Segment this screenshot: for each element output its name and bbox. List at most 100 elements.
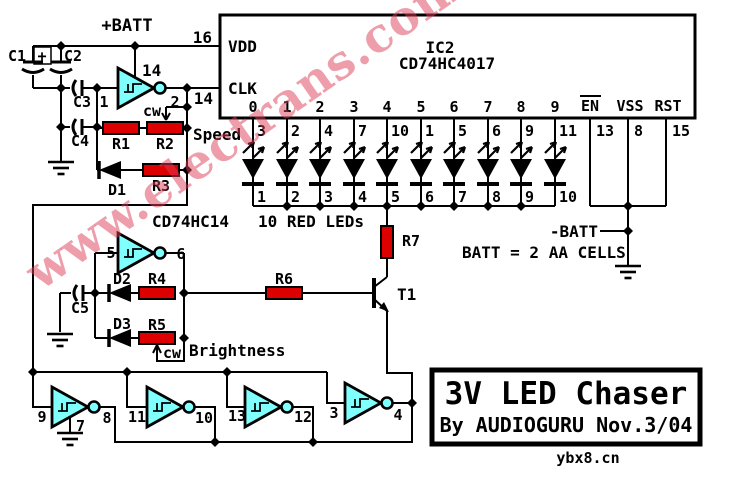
schematic-byline: By AUDIOGURU Nov.3/04: [440, 413, 693, 437]
ic2-rst-label: RST: [654, 97, 681, 115]
inverter-pwm: [116, 231, 167, 275]
led-number-6: 6: [425, 188, 434, 206]
ic2-out-pin-3: 7: [358, 122, 367, 140]
resistor-r7-symbol: [380, 225, 394, 259]
osc-input-pin: 1: [99, 93, 108, 111]
neg-batt-label: -BATT: [550, 222, 598, 241]
ic2-vss-label: VSS: [616, 97, 643, 115]
transistor-t1-symbol: [372, 278, 389, 312]
speed-cw-label: cw: [143, 102, 162, 120]
speed-label: Speed: [193, 125, 241, 144]
ic2-body: [218, 13, 697, 120]
led-number-1: 1: [257, 188, 266, 206]
ic2-out-label-5: 5: [416, 98, 425, 116]
ground-symbol-top-left: [46, 160, 76, 176]
brightness-label: Brightness: [189, 341, 285, 360]
buf3-input-pin: 13: [228, 407, 246, 425]
c5-label: C5: [71, 299, 89, 317]
c1-polarity-label: +: [37, 47, 46, 65]
led-number-8: 8: [492, 188, 501, 206]
ic2-out-label-0: 0: [248, 98, 257, 116]
d3-label: D3: [113, 315, 131, 333]
ic2-out-pin-8: 9: [525, 122, 534, 140]
ic2-en-pin: 13: [596, 122, 614, 140]
battery-note: BATT = 2 AA CELLS: [462, 243, 626, 262]
footer-site: ybx8.cn: [556, 449, 619, 467]
r6-label: R6: [275, 270, 293, 288]
buf2-output-pin: 10: [195, 409, 213, 427]
led-number-3: 3: [324, 188, 333, 206]
ic2-out-pin-2: 4: [324, 122, 333, 140]
ic2-vdd-label: VDD: [228, 37, 257, 56]
inverter-buffer-3: [243, 385, 294, 429]
resistor-r2-symbol: [146, 121, 184, 135]
r3-label: R3: [152, 177, 170, 195]
ic2-clk-label: CLK: [228, 79, 257, 98]
resistor-r3-symbol: [142, 163, 180, 177]
r5-label: R5: [148, 316, 166, 334]
schematic-title: 3V LED Chaser: [445, 376, 688, 412]
title-box: 3V LED Chaser By AUDIOGURU Nov.3/04: [429, 367, 703, 447]
buf1-gnd-pin: 7: [76, 417, 85, 435]
buf1-input-pin: 9: [37, 408, 46, 426]
c3-label: C3: [73, 93, 91, 111]
osc-output-pin: 2: [170, 93, 179, 111]
ic2-out-label-6: 6: [449, 98, 458, 116]
ic2-part: CD74HC4017: [399, 54, 495, 73]
r1-label: R1: [112, 135, 130, 153]
buf4-input-pin: 3: [329, 404, 338, 422]
ground-symbol-c5: [45, 332, 75, 348]
ic2-out-pin-5: 1: [425, 122, 434, 140]
ic2-out-pin-9: 11: [559, 122, 577, 140]
ic2-designator: IC2: [426, 38, 455, 57]
ic2-out-label-8: 8: [516, 98, 525, 116]
led-number-5: 5: [391, 188, 400, 206]
ic2-out-pin-7: 6: [492, 122, 501, 140]
ic2-out-pin-1: 2: [291, 122, 300, 140]
buf4-output-pin: 4: [393, 406, 402, 424]
pos-batt-label: +BATT: [101, 16, 152, 36]
ic2-en-label: EN: [581, 97, 599, 115]
inverter-buffer-4: [343, 381, 394, 425]
resistor-r6-symbol: [265, 286, 303, 300]
led-number-10: 10: [559, 188, 577, 206]
ic2-out-label-1: 1: [282, 98, 291, 116]
led-number-4: 4: [358, 188, 367, 206]
led-row: [240, 140, 568, 188]
ground-symbol-batt: [613, 264, 643, 280]
pwm-output-pin: 6: [176, 245, 185, 263]
diode-d1-symbol: [97, 159, 123, 181]
ic2-rst-pin: 15: [672, 122, 690, 140]
t1-label: T1: [397, 285, 416, 304]
d1-label: D1: [108, 181, 126, 199]
ic2-out-label-7: 7: [483, 98, 492, 116]
ic2-vss-pin: 8: [634, 122, 643, 140]
r2-label: R2: [156, 135, 174, 153]
buf1-output-pin: 8: [102, 409, 111, 427]
c2-label: C2: [64, 47, 82, 65]
led-caption: 10 RED LEDs: [258, 212, 364, 231]
ic2-out-pin-4: 10: [391, 122, 409, 140]
c1-label: C1: [8, 47, 26, 65]
r7-label: R7: [402, 232, 420, 250]
ic2-out-pin-0: 3: [257, 122, 266, 140]
c1-polarity-box: [33, 46, 52, 65]
led-number-2: 2: [291, 188, 300, 206]
pwm-input-pin: 5: [106, 244, 115, 262]
brightness-cw-label: cw: [163, 344, 182, 362]
hex14-part-label: CD74HC14: [152, 212, 229, 231]
resistor-r4-symbol: [138, 286, 176, 300]
ic2-out-label-9: 9: [550, 98, 559, 116]
ic2-out-label-2: 2: [315, 98, 324, 116]
c4-label: C4: [71, 132, 89, 150]
ic2-out-label-4: 4: [382, 98, 391, 116]
inverter-buffer-2: [145, 385, 196, 429]
d2-label: D2: [113, 270, 131, 288]
ic2-clk-pin: 14: [194, 89, 213, 108]
ic2-out-label-3: 3: [349, 98, 358, 116]
resistor-r1-symbol: [102, 121, 140, 135]
led-number-7: 7: [458, 188, 467, 206]
r4-label: R4: [148, 270, 166, 288]
